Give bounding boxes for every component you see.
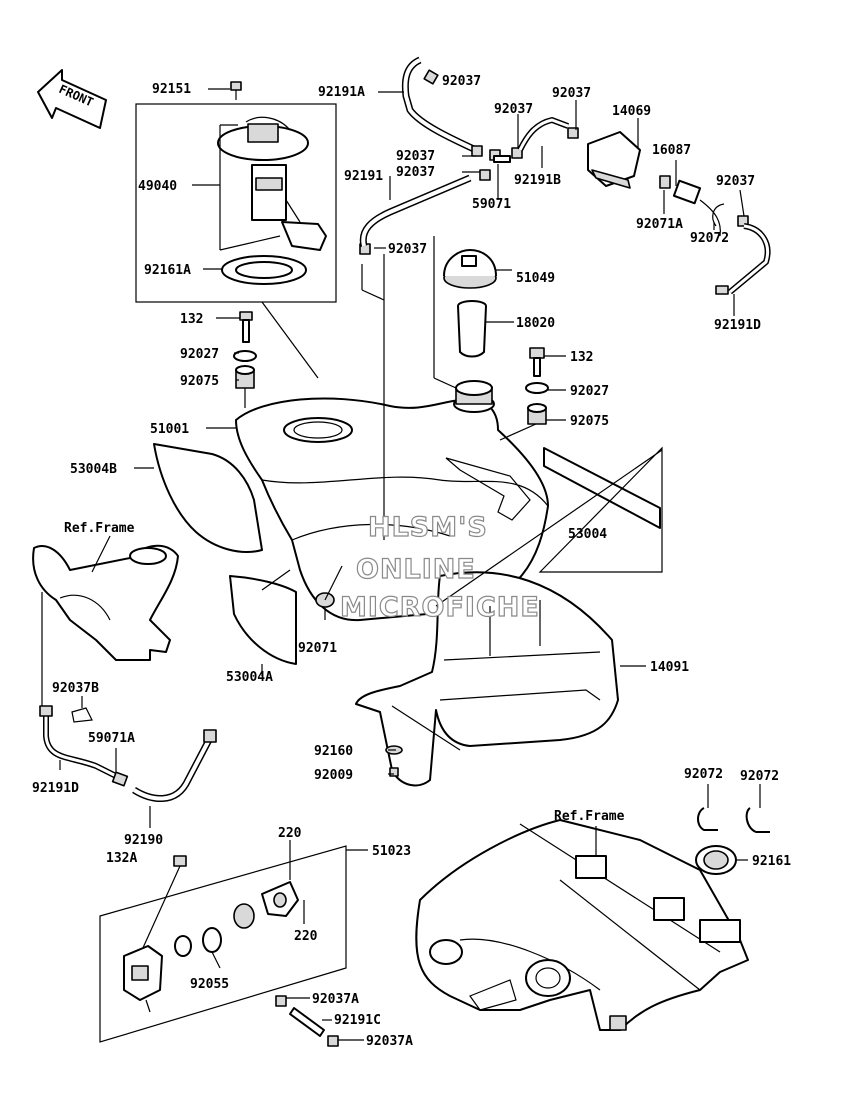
label-92191D-top: 92191D [714,318,761,333]
label-92160: 92160 [314,744,353,759]
label-92072-top: 92072 [690,231,729,246]
watermark: HLSM'S ONLINE MICROFICHE [339,511,540,623]
cap-and-filler-group [433,236,514,389]
label-92037B: 92037B [52,681,99,696]
label-92161A: 92161A [144,263,191,278]
label-49040: 49040 [138,179,177,194]
label-92075-right: 92075 [570,414,609,429]
label-92191C: 92191C [334,1013,381,1028]
label-92072-bottom-b: 92072 [740,769,779,784]
fuel-tank-tray [355,449,663,787]
label-16087: 16087 [652,143,691,158]
label-92075-left: 92075 [180,374,219,389]
left-hose-group [39,696,217,828]
label-92191: 92191 [344,169,383,184]
label-92190: 92190 [124,833,163,848]
label-59071A: 59071A [88,731,135,746]
label-51001: 51001 [150,422,189,437]
label-18020: 18020 [516,316,555,331]
part-labels: 92151 49040 92161A 132 92027 92075 51001… [32,74,791,1049]
label-14091: 14091 [650,660,689,675]
label-92071: 92071 [298,641,337,656]
label-220-bottom: 220 [294,929,318,944]
label-92055: 92055 [190,977,229,992]
front-arrow: FRONT [37,69,107,129]
label-92009: 92009 [314,768,353,783]
label-92191B: 92191B [514,173,561,188]
label-53004B: 53004B [70,462,117,477]
fuel-tank [206,380,549,622]
label-92191D-bottom: 92191D [32,781,79,796]
label-53004A: 53004A [226,670,273,685]
label-220-top: 220 [278,826,302,841]
label-92037-d: 92037 [396,149,435,164]
label-51049: 51049 [516,271,555,286]
label-92191A: 92191A [318,85,365,100]
label-92037A-bottom: 92037A [366,1034,413,1049]
label-53004: 53004 [568,527,607,542]
label-92037-a: 92037 [442,74,481,89]
left-mounting-hardware [216,311,257,408]
label-92037-c: 92037 [552,86,591,101]
label-ref-frame-right: Ref.Frame [554,809,625,824]
fuel-pump-group [135,81,337,379]
right-mounting-hardware [499,347,566,441]
fuel-cock-group [99,840,368,1047]
label-92161: 92161 [752,854,791,869]
label-51023: 51023 [372,844,411,859]
ref-frame-left [32,535,179,708]
watermark-line-1: HLSM'S [368,512,488,543]
label-ref-frame-left: Ref.Frame [64,521,135,536]
ref-frame-right [415,784,770,1031]
insulator-pads [134,443,663,676]
vent-hose-group [359,56,771,540]
label-92072-bottom-a: 92072 [684,767,723,782]
label-92027-right: 92027 [570,384,609,399]
label-92071A: 92071A [636,217,683,232]
label-92037-e: 92037 [396,165,435,180]
watermark-line-3: MICROFICHE [340,592,540,623]
label-92037-g: 92037 [388,242,427,257]
label-92037-f: 92037 [716,174,755,189]
label-14069: 14069 [612,104,651,119]
label-92037A-top: 92037A [312,992,359,1007]
label-92027-left: 92027 [180,347,219,362]
label-59071: 59071 [472,197,511,212]
label-92037-b: 92037 [494,102,533,117]
label-132-right: 132 [570,350,593,365]
label-92151: 92151 [152,82,191,97]
label-132-left: 132 [180,312,203,327]
watermark-line-2: ONLINE [356,554,476,585]
label-132A: 132A [106,851,137,866]
